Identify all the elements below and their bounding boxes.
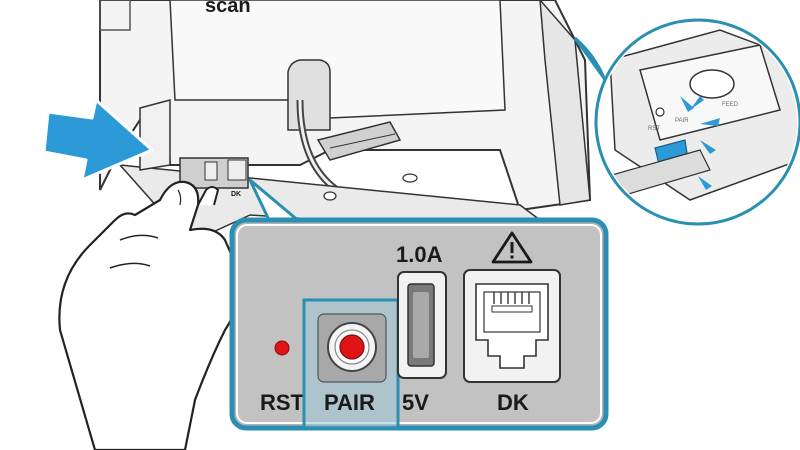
callout-feed-label: FEED [722, 102, 739, 108]
usb-5v-label: 5V [402, 390, 429, 415]
callout-rst-label: RST [648, 126, 660, 132]
callout-pair-label: PAIR [675, 118, 689, 124]
dk-port[interactable] [475, 283, 549, 369]
reset-pinhole[interactable] [274, 340, 290, 356]
push-arrow-icon [42, 98, 154, 182]
port-inset-panel: RST PAIR 1.0A 5V [229, 217, 609, 431]
pair-button-light [339, 334, 365, 360]
warning-triangle-icon [491, 231, 533, 264]
dk-label: DK [497, 390, 529, 415]
current-rating-label: 1.0A [396, 242, 443, 267]
brand-logo: scan [205, 0, 251, 17]
pair-label: PAIR [324, 390, 375, 415]
hand-illustration [58, 180, 241, 450]
rst-label: RST [260, 390, 305, 415]
callout-bubble: RST PAIR FEED [573, 18, 800, 226]
press-emphasis-icon [680, 96, 720, 190]
printer-body: scan 5V DK [99, 0, 592, 239]
device-dk-label: DK [231, 191, 241, 198]
